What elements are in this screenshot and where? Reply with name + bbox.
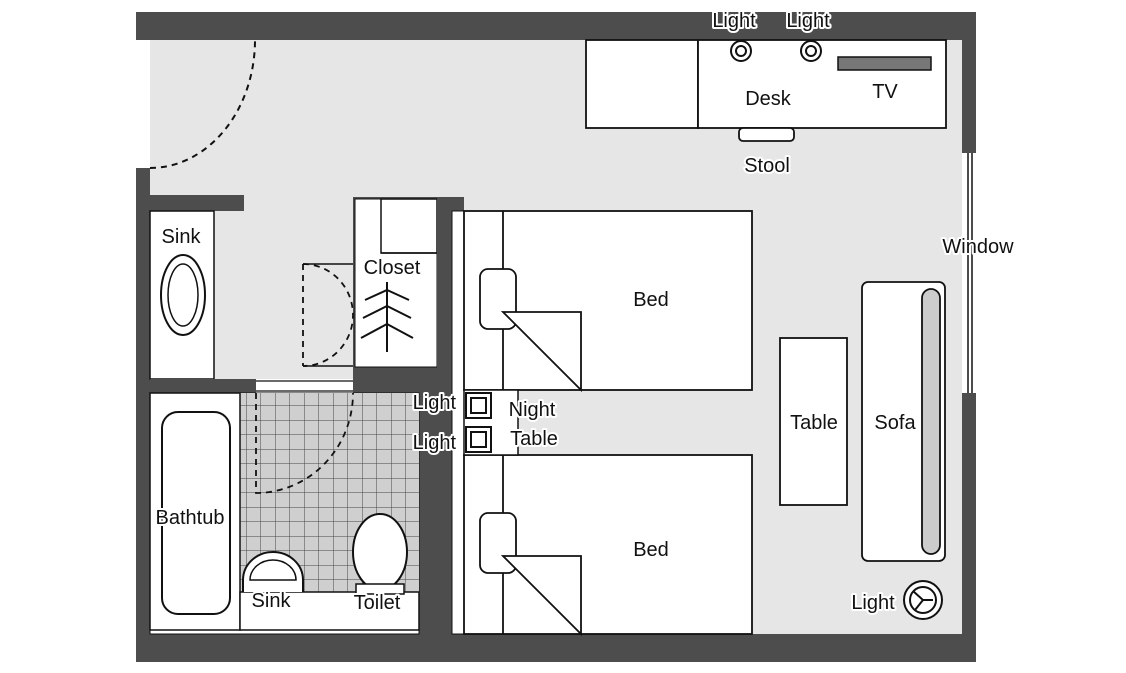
closet-shelf: [380, 198, 438, 254]
entry-door-swing: [149, 39, 256, 169]
label-bed-bottom: Bed: [633, 539, 669, 561]
tv: [837, 56, 932, 71]
label-desk: Desk: [745, 88, 792, 110]
label-closet: Closet: [364, 257, 421, 279]
closet-door-opening: [301, 264, 353, 366]
label-night: Night: [509, 399, 556, 421]
floor-lamp-icon: [903, 580, 943, 620]
stool: [738, 127, 795, 142]
label-sink-top: Sink: [162, 226, 202, 248]
closet-door-swing: [302, 263, 354, 367]
label-bathtub: Bathtub: [156, 507, 225, 529]
bed-top-fold: [500, 311, 582, 393]
label-table: Table: [790, 412, 838, 434]
label-sink-bath: Sink: [252, 590, 292, 612]
sofa-back: [921, 288, 941, 555]
label-toilet: Toilet: [354, 592, 401, 614]
bed-bottom-fold: [500, 555, 582, 637]
label-window: Window: [942, 236, 1014, 258]
label-bed-top: Bed: [633, 289, 669, 311]
label-light-desk-left: Light: [712, 10, 756, 32]
label-sofa: Sofa: [874, 412, 916, 434]
bathroom-top-wall: [150, 379, 256, 393]
label-light-desk-right: Light: [786, 10, 830, 32]
label-tv: TV: [872, 81, 898, 103]
toilet-bowl: [352, 513, 408, 591]
hanger-icon: [360, 282, 414, 352]
partition-wall: [437, 197, 452, 634]
entry-door-opening: [136, 40, 150, 168]
bath-sink-counter: [239, 591, 420, 631]
coffee-table: [779, 337, 848, 506]
label-night-table: Table: [510, 428, 558, 450]
bathroom-door-opening: [256, 379, 353, 393]
window: [962, 153, 976, 393]
bathtub: [161, 411, 231, 615]
label-stool: Stool: [744, 155, 790, 177]
cabinet: [585, 39, 699, 129]
night-light-icon: [465, 392, 492, 453]
sink-basin: [160, 254, 206, 336]
desk-lamp-icon: [730, 40, 822, 62]
label-light-night-bottom: Light: [413, 432, 457, 454]
entry-inner-wall: [150, 195, 244, 211]
bathroom-door-swing: [255, 392, 354, 494]
toilet-tank: [355, 583, 405, 595]
label-light-corner: Light: [851, 592, 895, 614]
label-light-night-top: Light: [413, 392, 457, 414]
